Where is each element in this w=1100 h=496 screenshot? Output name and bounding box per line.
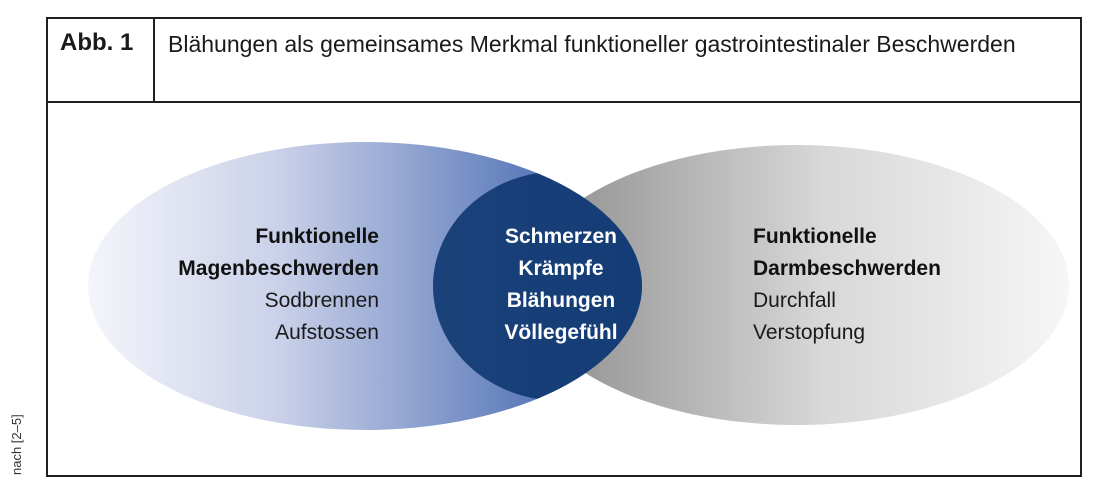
right-set-ellipse [525,145,1069,425]
figure-label: Abb. 1 [48,19,155,101]
left-set-heading-1: Funktionelle [255,225,379,248]
intersection-item: Schmerzen [505,225,617,248]
intersection-item: Krämpfe [518,257,603,280]
left-set-item: Sodbrennen [265,289,379,312]
intersection-item: Völlegefühl [504,321,617,344]
right-set-heading-1: Funktionelle [753,225,877,248]
left-set-item: Aufstossen [275,321,379,344]
intersection-item: Blähungen [507,289,616,312]
figure-frame: Abb. 1 Blähungen als gemeinsames Merkmal… [46,17,1082,477]
left-set-heading-2: Magenbeschwerden [178,257,379,280]
right-set-heading-2: Darmbeschwerden [753,257,941,280]
figure-header: Abb. 1 Blähungen als gemeinsames Merkmal… [48,19,1080,103]
right-set-item: Verstopfung [753,321,865,344]
figure-title: Blähungen als gemeinsames Merkmal funkti… [168,31,1016,57]
source-note: nach [2–5] [9,414,24,475]
right-set-item: Durchfall [753,289,836,312]
venn-diagram: Funktionelle Magenbeschwerden Sodbrennen… [88,142,1069,430]
